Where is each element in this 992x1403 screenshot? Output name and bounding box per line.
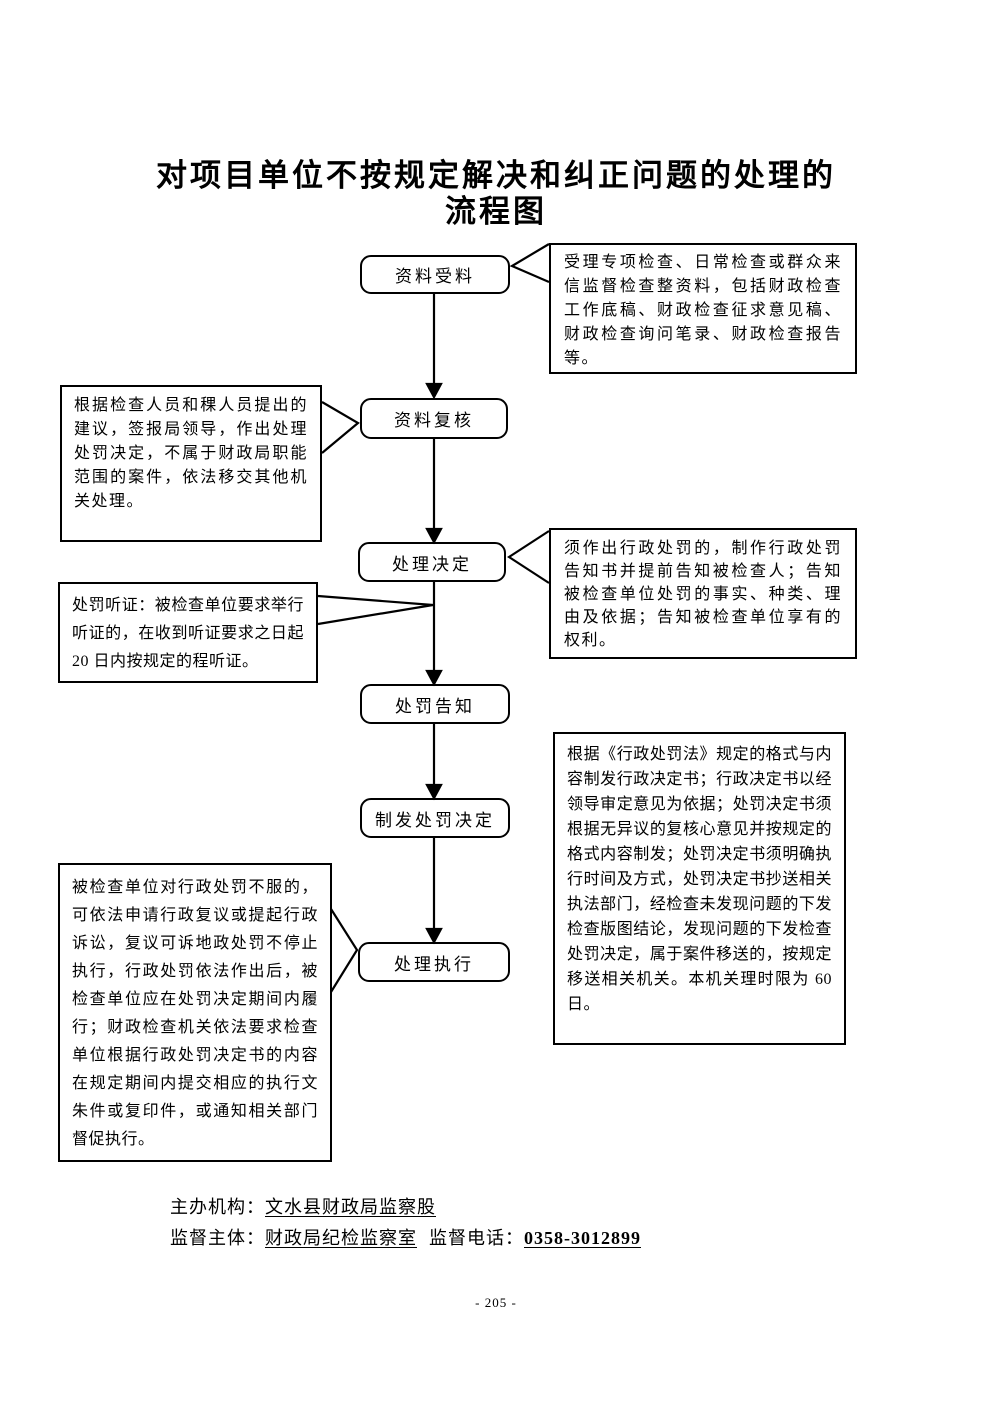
footer-organizer-label: 主办机构： bbox=[170, 1197, 265, 1217]
flow-node-label: 资料受料 bbox=[395, 267, 475, 286]
annotation-box-penalty-decision-rules: 根据《行政处罚法》规定的格式与内容制发行政决定书；行政决定书以经领导审定意见为依… bbox=[553, 732, 846, 1045]
footer-organizer-value: 文水县财政局监察股 bbox=[265, 1197, 436, 1217]
footer-phone-label: 监督电话： bbox=[429, 1228, 524, 1248]
annotation-text: 须作出行政处罚的，制作行政处罚告知书并提前告知被检查人；告知被检查单位处罚的事实… bbox=[564, 540, 842, 649]
flow-node-handling-decision: 处理决定 bbox=[358, 542, 506, 582]
callout-pointer bbox=[317, 594, 434, 626]
arrowhead-icon bbox=[425, 783, 443, 801]
callout-pointer bbox=[321, 401, 360, 454]
flow-node-label: 制发处罚决定 bbox=[375, 810, 495, 830]
callout-pointer bbox=[506, 530, 550, 584]
annotation-box-accept-materials: 受理专项检查、日常检查或群众来信监督检查整资料，包括财政检查工作底稿、财政检查征… bbox=[549, 243, 857, 374]
annotation-box-review-materials: 根据检查人员和稞人员提出的建议，签报局领导，作出处理处罚决定，不属于财政局职能范… bbox=[60, 385, 322, 542]
annotation-box-execution-rules: 被检查单位对行政处罚不服的，可依法申请行政复议或提起行政诉讼，复议可诉地政处罚不… bbox=[58, 863, 332, 1162]
annotation-text: 根据检查人员和稞人员提出的建议，签报局领导，作出处理处罚决定，不属于财政局职能范… bbox=[74, 397, 308, 510]
arrowhead-icon bbox=[425, 382, 443, 400]
annotation-text: 处罚听证：被检查单位要求举行听证的，在收到听证要求之日起20 日内按规定的程听证… bbox=[72, 597, 304, 670]
footer-supervisor-value: 财政局纪检监察室 bbox=[265, 1228, 417, 1248]
footer-supervisor-label: 监督主体： bbox=[170, 1228, 265, 1248]
flow-node-review-materials: 资料复核 bbox=[360, 398, 508, 439]
callout-pointer bbox=[330, 908, 359, 993]
arrowhead-icon bbox=[425, 527, 443, 545]
footer-line-organizer: 主办机构：文水县财政局监察股 bbox=[170, 1192, 641, 1223]
flow-node-label: 处罚告知 bbox=[395, 696, 475, 716]
footer-phone-value: 0358-3012899 bbox=[524, 1228, 641, 1248]
annotation-text: 被检查单位对行政处罚不服的，可依法申请行政复议或提起行政诉讼，复议可诉地政处罚不… bbox=[72, 879, 318, 1148]
flow-node-penalty-notice: 处罚告知 bbox=[360, 684, 510, 724]
flow-node-accept-materials: 资料受料 bbox=[360, 255, 510, 294]
footer: 主办机构：文水县财政局监察股 监督主体：财政局纪检监察室监督电话：0358-30… bbox=[170, 1192, 641, 1254]
flow-node-label: 资料复核 bbox=[394, 411, 474, 430]
page-title-line1: 对项目单位不按规定解决和纠正问题的处理的 bbox=[156, 158, 836, 193]
annotation-box-handling-decision: 须作出行政处罚的，制作行政处罚告知书并提前告知被检查人；告知被检查单位处罚的事实… bbox=[549, 528, 857, 659]
flow-node-label: 处理执行 bbox=[394, 954, 474, 974]
footer-line-supervisor: 监督主体：财政局纪检监察室监督电话：0358-3012899 bbox=[170, 1223, 641, 1254]
annotation-box-penalty-hearing: 处罚听证：被检查单位要求举行听证的，在收到听证要求之日起20 日内按规定的程听证… bbox=[58, 582, 318, 683]
annotation-text: 根据《行政处罚法》规定的格式与内容制发行政决定书；行政决定书以经领导审定意见为依… bbox=[567, 746, 832, 1013]
page-title: 对项目单位不按规定解决和纠正问题的处理的 流程图 bbox=[0, 158, 992, 230]
flow-node-label: 处理决定 bbox=[392, 554, 472, 574]
flow-node-handling-execution: 处理执行 bbox=[358, 942, 510, 982]
arrowhead-icon bbox=[425, 927, 443, 945]
page-title-line2: 流程图 bbox=[445, 194, 547, 229]
annotation-text: 受理专项检查、日常检查或群众来信监督检查整资料，包括财政检查工作底稿、财政检查征… bbox=[564, 254, 842, 367]
flow-node-issue-penalty-decision: 制发处罚决定 bbox=[360, 798, 510, 838]
arrowhead-icon bbox=[425, 669, 443, 687]
callout-pointer bbox=[509, 243, 550, 284]
page-number: - 205 - bbox=[475, 1295, 517, 1310]
